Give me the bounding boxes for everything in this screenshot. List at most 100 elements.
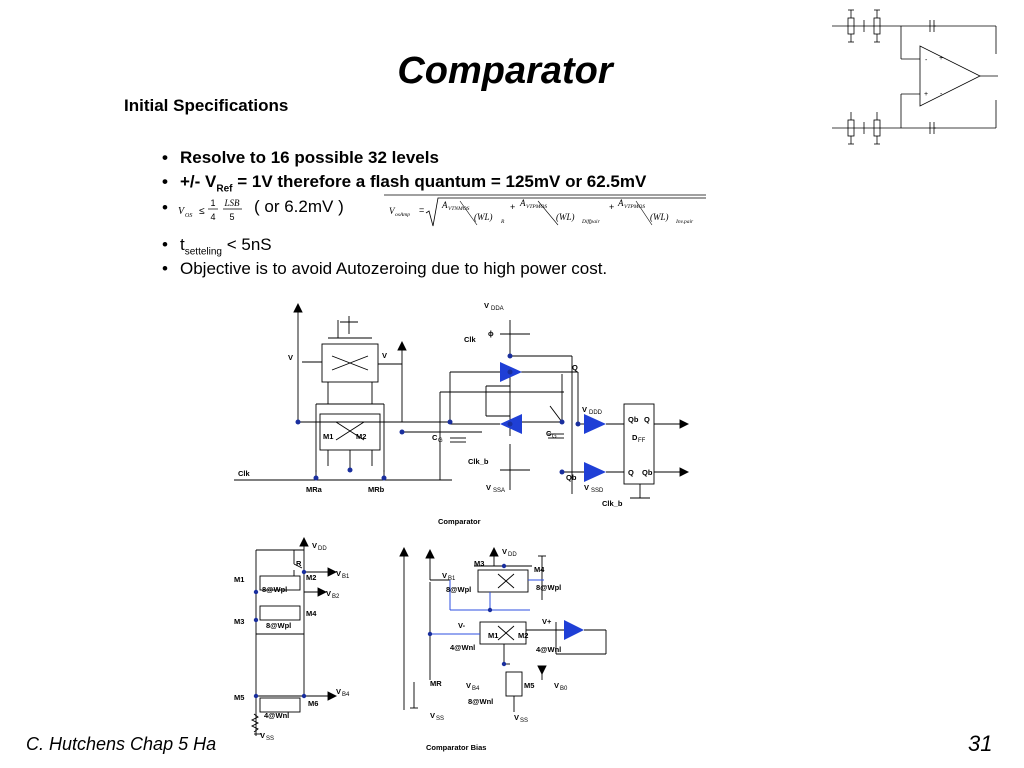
svg-text:V: V <box>582 405 587 414</box>
svg-text:+: + <box>510 202 515 212</box>
svg-text:V: V <box>288 353 293 362</box>
svg-text:-: - <box>925 57 928 64</box>
svg-text:4: 4 <box>210 212 215 222</box>
svg-text:DD: DD <box>508 552 517 558</box>
svg-text:D: D <box>632 433 638 442</box>
svg-text:VTPMOS: VTPMOS <box>526 204 547 210</box>
svg-text:SSA: SSA <box>493 488 505 494</box>
svg-text:+: + <box>924 91 928 98</box>
svg-text:≤: ≤ <box>199 206 205 217</box>
svg-text:4@Wnl: 4@Wnl <box>536 645 561 654</box>
svg-text:MRb: MRb <box>368 485 385 494</box>
svg-text:8@Wpl: 8@Wpl <box>536 583 561 592</box>
svg-text:4@Wnl: 4@Wnl <box>450 643 475 652</box>
svg-text:M5: M5 <box>524 681 534 690</box>
svg-text:Q: Q <box>572 363 578 372</box>
svg-text:Q: Q <box>628 468 634 477</box>
footer-author: C. Hutchens Chap 5 Ha <box>26 734 217 754</box>
svg-text:(WL): (WL) <box>650 212 669 222</box>
svg-text:Clk: Clk <box>238 469 251 478</box>
svg-text:V: V <box>430 711 435 720</box>
svg-text:Q: Q <box>644 415 650 424</box>
svg-text:M1: M1 <box>488 631 498 640</box>
bias-caption: Comparator Bias <box>426 743 486 752</box>
svg-text:1: 1 <box>210 198 215 208</box>
svg-text:B4: B4 <box>342 692 350 698</box>
svg-text:C: C <box>546 429 552 438</box>
bullet-resolve: •Resolve to 16 possible 32 levels <box>162 148 439 167</box>
svg-text:C: C <box>432 433 438 442</box>
svg-text:A: A <box>617 198 624 208</box>
svg-text:M5: M5 <box>234 693 244 702</box>
svg-text:M4: M4 <box>306 609 317 618</box>
svg-text:A: A <box>519 198 526 208</box>
svg-text:V: V <box>502 547 507 556</box>
svg-text:V: V <box>486 483 491 492</box>
svg-text:M2: M2 <box>306 573 316 582</box>
svg-text:V: V <box>336 687 341 696</box>
slide-subtitle: Initial Specifications <box>124 96 289 115</box>
vos-formula: V OS ≤ 1 4 LSB 5 <box>178 198 242 222</box>
svg-text:B0: B0 <box>560 686 568 692</box>
svg-text:M6: M6 <box>308 699 318 708</box>
svg-text:Clk_b: Clk_b <box>468 457 489 466</box>
svg-text:Qb: Qb <box>566 473 577 482</box>
qb-output-buffer <box>584 462 606 482</box>
svg-text:Qb: Qb <box>642 468 653 477</box>
svg-text:(WL): (WL) <box>556 212 575 222</box>
bullet-objective: •Objective is to avoid Autozeroing due t… <box>162 259 608 278</box>
page-number: 31 <box>968 731 993 756</box>
vos-amp-formula: V osAmp = A VTNMOS (WL) R + A VTPMOS (WL… <box>384 194 706 227</box>
svg-text:(WL): (WL) <box>474 212 493 222</box>
bullet-dot-icon: • <box>162 198 168 217</box>
svg-text:B2: B2 <box>332 594 340 600</box>
svg-text:R: R <box>296 559 302 568</box>
svg-text:V: V <box>584 483 589 492</box>
svg-text:M1: M1 <box>323 432 333 441</box>
svg-text:V: V <box>554 681 559 690</box>
bullet-dot-icon: • <box>162 172 168 191</box>
svg-text:VTNMOS: VTNMOS <box>448 206 470 212</box>
svg-text:R: R <box>500 219 505 225</box>
svg-text:V: V <box>514 713 519 722</box>
svg-text:5: 5 <box>229 212 234 222</box>
bullet-dot-icon: • <box>162 235 168 254</box>
svg-text:M2: M2 <box>518 631 528 640</box>
svg-text:=: = <box>419 205 424 215</box>
svg-text:V: V <box>484 301 489 310</box>
svg-text:V: V <box>260 731 265 740</box>
svg-text:LSB: LSB <box>223 198 240 208</box>
svg-text:4@Wnl: 4@Wnl <box>264 711 289 720</box>
svg-text:VTPMOS: VTPMOS <box>624 204 645 210</box>
svg-text:8@Wpl: 8@Wpl <box>446 585 471 594</box>
svg-text:SS: SS <box>520 718 528 724</box>
svg-text:+: + <box>939 55 943 62</box>
svg-text:8@Wnl: 8@Wnl <box>468 697 493 706</box>
svg-text:V: V <box>326 589 331 598</box>
svg-text:FF: FF <box>638 438 646 444</box>
svg-text:V: V <box>382 351 387 360</box>
bullet-dot-icon: • <box>162 259 168 278</box>
autozero-comparator-thumbnail: - + + - <box>832 9 998 145</box>
bullet-dot-icon: • <box>162 148 168 167</box>
bullet-vos: • <box>162 198 180 218</box>
svg-text:-: - <box>940 91 943 98</box>
slide-title: Comparator <box>397 50 613 92</box>
svg-text:SS: SS <box>266 736 274 742</box>
svg-text:V: V <box>442 571 447 580</box>
svg-text:Clk: Clk <box>464 335 477 344</box>
bias-generator-right: V DD M3 M4 V B1 8@Wpl 8@Wpl V- V+ M1 M2 … <box>399 546 607 752</box>
vos-note: ( or 6.2mV ) <box>254 197 344 216</box>
svg-text:B1: B1 <box>448 576 456 582</box>
svg-text:G: G <box>438 438 443 444</box>
q-output-buffer <box>584 414 606 434</box>
svg-text:+: + <box>609 202 614 212</box>
svg-text:V: V <box>312 541 317 550</box>
svg-text:DD: DD <box>318 546 327 552</box>
svg-text:8@Wpl: 8@Wpl <box>266 621 291 630</box>
bias-generator-left: V DD R M1 M2 V B1 8@Wpl V B2 M3 M4 8@Wpl… <box>234 536 350 742</box>
svg-text:M2: M2 <box>356 432 366 441</box>
svg-text:M1: M1 <box>234 575 244 584</box>
svg-text:MR: MR <box>430 679 442 688</box>
svg-text:V: V <box>466 681 471 690</box>
